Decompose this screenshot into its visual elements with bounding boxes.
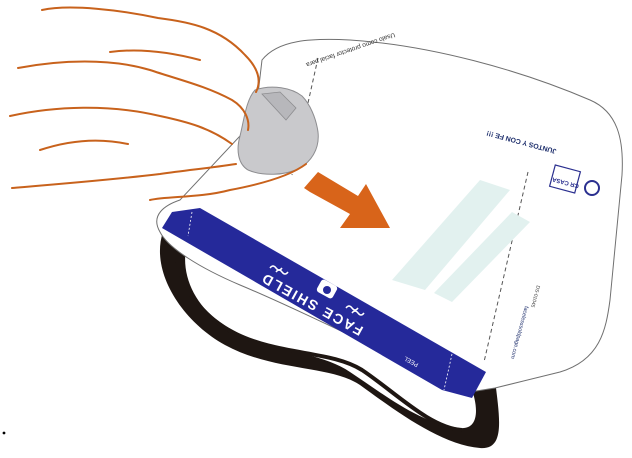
ring-finger [10,108,232,144]
wrist-curve [40,141,128,150]
stray-dot [3,432,6,435]
knuckle-line [110,50,200,60]
middle-finger [18,62,248,131]
index-finger [42,8,259,92]
